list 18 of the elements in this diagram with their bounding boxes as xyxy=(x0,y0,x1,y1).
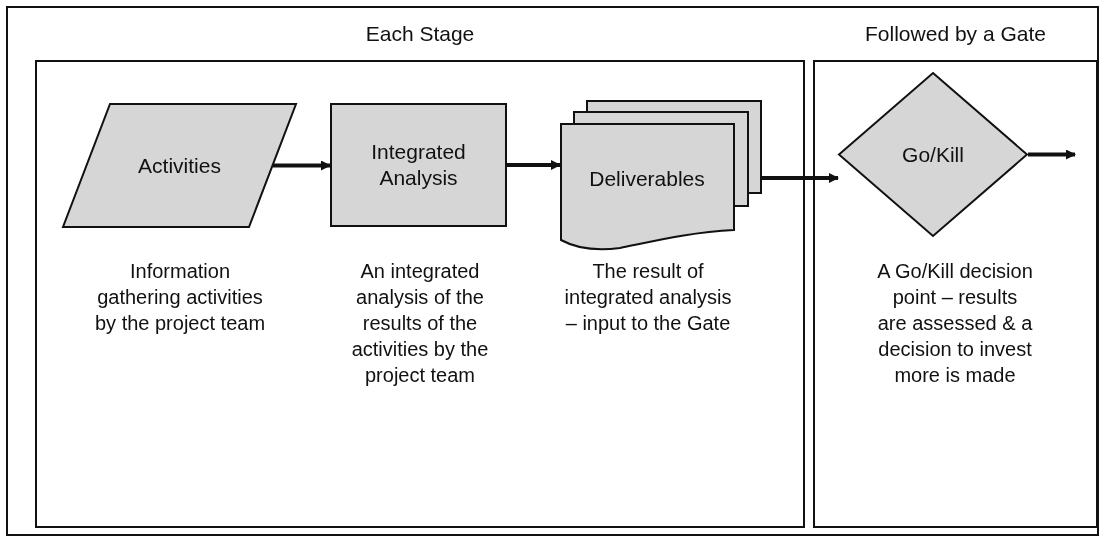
arrow xyxy=(273,160,331,171)
node-label: Activities xyxy=(137,152,222,179)
decision-diamond xyxy=(838,72,1028,237)
node-label: Integrated Analysis xyxy=(370,139,467,191)
description-text: Information gathering activities by the project team xyxy=(93,259,267,336)
panel-heading: Followed by a Gate xyxy=(864,21,1047,47)
arrow xyxy=(762,173,839,183)
document-stack xyxy=(560,100,762,250)
process-box xyxy=(330,103,507,227)
activity-parallelogram xyxy=(62,103,297,228)
arrow xyxy=(1028,149,1076,160)
node-label: Deliverables xyxy=(588,166,706,192)
arrow xyxy=(507,160,561,170)
panel-heading: Each Stage xyxy=(364,21,476,47)
description-text: An integrated analysis of the results of the activities by the project team xyxy=(350,259,490,388)
description-text: The result of integrated analysis – input to the Gate xyxy=(563,259,733,336)
description-text: A Go/Kill decision point – results are assessed & a decision to invest more is made xyxy=(876,259,1034,388)
node-label: Go/Kill xyxy=(901,141,965,168)
